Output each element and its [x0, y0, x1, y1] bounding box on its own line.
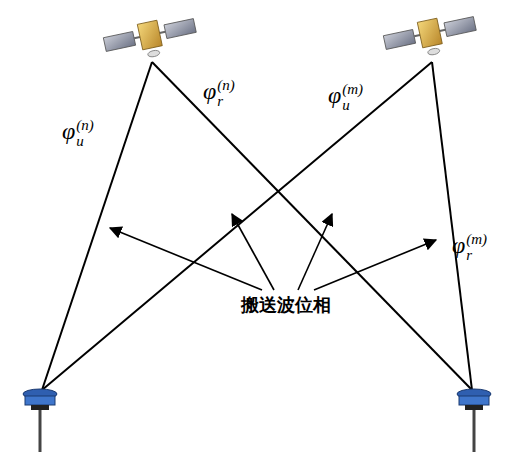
- script-stack: (n)r: [217, 78, 235, 110]
- subscript: u: [76, 134, 94, 150]
- satellite-icon: [102, 13, 199, 66]
- phi-symbol: φ: [203, 78, 216, 104]
- phase-label: φ(n)r: [203, 78, 235, 110]
- pointer-arrows: [110, 214, 436, 290]
- script-stack: (n)u: [76, 118, 94, 150]
- script-stack: (m)r: [466, 232, 487, 264]
- superscript: (n): [76, 118, 94, 134]
- satellite-icon: [382, 11, 479, 64]
- signal-lines: [42, 62, 472, 390]
- superscript: (m): [342, 82, 363, 98]
- phase-label: φ(n)u: [62, 118, 94, 150]
- caption-label: 搬送波位相: [241, 294, 331, 316]
- subscript: r: [217, 94, 235, 110]
- phi-symbol: φ: [62, 118, 75, 144]
- phase-label: φ(m)u: [328, 82, 363, 114]
- subscript: u: [342, 98, 363, 114]
- receiver-antenna: [457, 389, 491, 452]
- phase-label: φ(m)r: [452, 232, 487, 264]
- superscript: (n): [217, 78, 235, 94]
- phi-symbol: φ: [452, 232, 465, 258]
- subscript: r: [466, 248, 487, 264]
- superscript: (m): [466, 232, 487, 248]
- receiver-antenna: [23, 389, 57, 452]
- script-stack: (m)u: [342, 82, 363, 114]
- phi-symbol: φ: [328, 82, 341, 108]
